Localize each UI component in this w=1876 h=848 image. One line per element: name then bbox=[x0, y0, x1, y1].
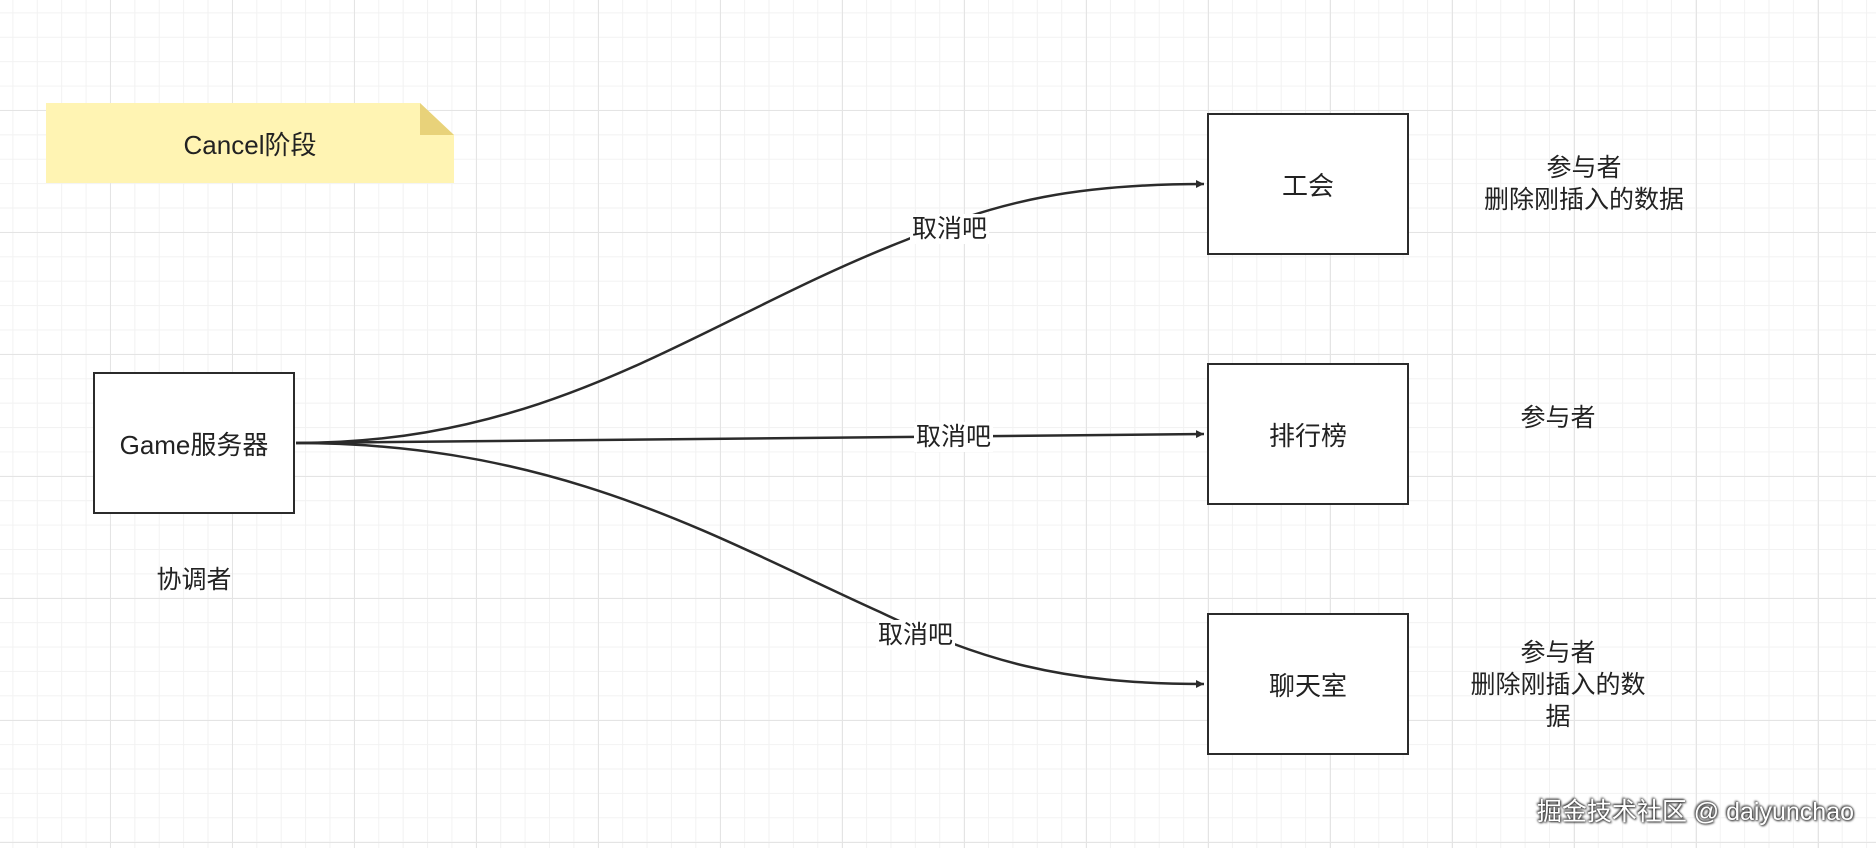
participant-note-leaderboard: 参与者 bbox=[1506, 402, 1610, 434]
coordinator-node: Game服务器 bbox=[93, 372, 295, 514]
participant-node-guild: 工会 bbox=[1207, 113, 1409, 255]
watermark: 掘金技术社区 @ daiyunchao bbox=[1536, 798, 1854, 826]
participant-note-guild-line-1: 参与者 bbox=[1546, 154, 1622, 182]
participant-note-guild-line-2: 删除刚插入的数据 bbox=[1483, 186, 1684, 214]
participant-node-leaderboard: 排行榜 bbox=[1207, 363, 1409, 505]
participant-note-chatroom: 参与者 删除刚插入的数 据 bbox=[1446, 637, 1670, 733]
coordinator-caption: 协调者 bbox=[156, 566, 232, 594]
edge-label-guild: 取消吧 bbox=[910, 214, 990, 244]
phase-note bbox=[46, 103, 454, 183]
participant-note-guild: 参与者 删除刚插入的数据 bbox=[1464, 152, 1704, 216]
edge-to-leaderboard bbox=[295, 430, 1205, 445]
edge-label-leaderboard: 取消吧 bbox=[914, 422, 994, 452]
participant-note-leaderboard-line-1: 参与者 bbox=[1520, 404, 1596, 432]
edge-to-chatroom bbox=[295, 441, 1205, 688]
edge-label-chatroom: 取消吧 bbox=[876, 620, 956, 650]
phase-note-text: Cancel阶段 bbox=[183, 129, 317, 160]
participant-note-chatroom-line-1: 参与者 bbox=[1520, 639, 1596, 667]
participant-note-chatroom-line-3: 据 bbox=[1545, 703, 1571, 731]
participant-note-chatroom-line-2: 删除刚插入的数 bbox=[1470, 671, 1646, 699]
participant-node-chatroom: 聊天室 bbox=[1207, 613, 1409, 755]
edge-to-guild bbox=[295, 180, 1205, 445]
